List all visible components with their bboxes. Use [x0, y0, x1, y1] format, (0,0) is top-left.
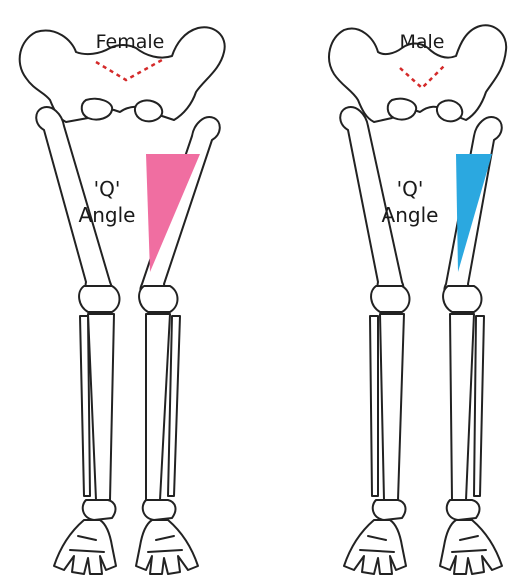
male-skeleton — [329, 25, 506, 574]
male-tibia-left — [380, 314, 404, 500]
female-foot-right — [136, 520, 198, 574]
female-knee-right — [139, 286, 177, 312]
male-knee-right — [443, 286, 481, 312]
female-tibia-left — [88, 314, 114, 500]
female-q-label: 'Q' — [94, 177, 121, 201]
female-title: Female — [96, 31, 165, 53]
female-knee-left — [79, 286, 119, 312]
male-foot-left — [344, 520, 406, 574]
male-foot-right — [440, 520, 502, 574]
male-obturator-right — [437, 100, 462, 121]
female-obturator-right — [135, 100, 162, 121]
female-tibia-right — [146, 314, 170, 500]
female-ankle-left — [83, 500, 116, 520]
male-fibula-left — [370, 316, 378, 496]
male-title: Male — [399, 31, 444, 53]
female-fibula-left — [80, 316, 90, 496]
male-ankle-right — [447, 500, 480, 520]
male-obturator-left — [388, 99, 416, 120]
male-angle-label: Angle — [382, 203, 439, 227]
female-skeleton — [20, 27, 225, 574]
female-angle-label: Angle — [79, 203, 136, 227]
female-obturator-left — [82, 99, 112, 120]
male-ankle-left — [373, 500, 406, 520]
male-fibula-right — [474, 316, 484, 496]
female-fibula-right — [168, 316, 180, 496]
female-foot-left — [54, 520, 116, 574]
female-ankle-right — [143, 500, 176, 520]
male-q-label: 'Q' — [397, 177, 424, 201]
male-tibia-right — [450, 314, 474, 500]
male-knee-left — [371, 286, 409, 312]
